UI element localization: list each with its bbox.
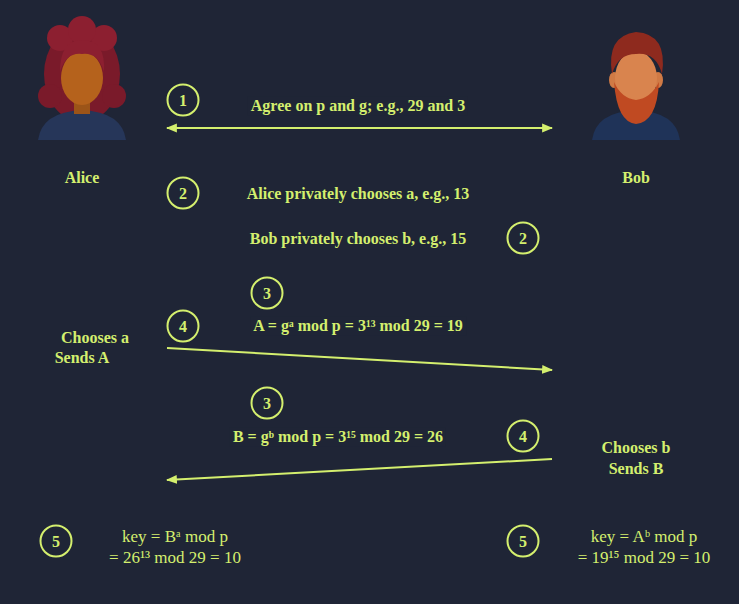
edge-label: A = gᵃ mod p = 3¹³ mod 29 = 19 bbox=[250, 316, 466, 335]
person-column: Alice bbox=[20, 15, 165, 590]
alice-curl bbox=[68, 16, 96, 44]
person-column: Bob bbox=[552, 15, 720, 590]
alice-curl bbox=[38, 84, 62, 108]
bob-avatar bbox=[592, 32, 680, 140]
step-note: Sends A bbox=[55, 348, 110, 367]
step-note: Chooses a bbox=[61, 328, 129, 347]
key-formula: = 19¹⁵ mod 29 = 10 bbox=[578, 548, 711, 568]
callout-number: 3 bbox=[251, 387, 284, 420]
bob-beard bbox=[614, 82, 659, 124]
step-note: Bob privately chooses b, e.g., 15 bbox=[250, 229, 466, 248]
callout-number: 5 bbox=[40, 525, 73, 558]
callout-number: 2 bbox=[167, 177, 200, 210]
message-arrow bbox=[167, 348, 552, 370]
person-name: Bob bbox=[622, 168, 650, 187]
key-formula: key = Bᵃ mod p bbox=[122, 527, 228, 547]
step-note: Chooses b bbox=[602, 438, 671, 457]
key-formula: key = Aᵇ mod p bbox=[591, 527, 697, 547]
bob-hair bbox=[611, 32, 663, 74]
alice-hair bbox=[44, 26, 120, 122]
alice-fringe bbox=[60, 40, 104, 72]
alice-shirt bbox=[38, 110, 126, 140]
message-arrow bbox=[167, 127, 552, 129]
callout-number: 2 bbox=[507, 222, 540, 255]
step-note: Sends B bbox=[609, 459, 664, 478]
edge-label: B = gᵇ mod p = 3¹⁵ mod 29 = 26 bbox=[230, 427, 446, 446]
person-name: Alice bbox=[65, 168, 100, 187]
callout-number: 4 bbox=[507, 420, 540, 453]
callout-number: 5 bbox=[507, 525, 540, 558]
key-formula: = 26¹³ mod 29 = 10 bbox=[109, 548, 241, 568]
step-note: Alice privately chooses a, e.g., 13 bbox=[247, 184, 470, 203]
callout-number: 1 bbox=[167, 84, 200, 117]
alice-curl bbox=[102, 84, 126, 108]
callout-number: 3 bbox=[251, 277, 284, 310]
edge-label: Agree on p and g; e.g., 29 and 3 bbox=[248, 96, 468, 115]
message-arrow bbox=[167, 459, 552, 480]
alice-face bbox=[61, 51, 103, 105]
callout-number: 4 bbox=[167, 310, 200, 343]
alice-avatar bbox=[38, 16, 126, 140]
